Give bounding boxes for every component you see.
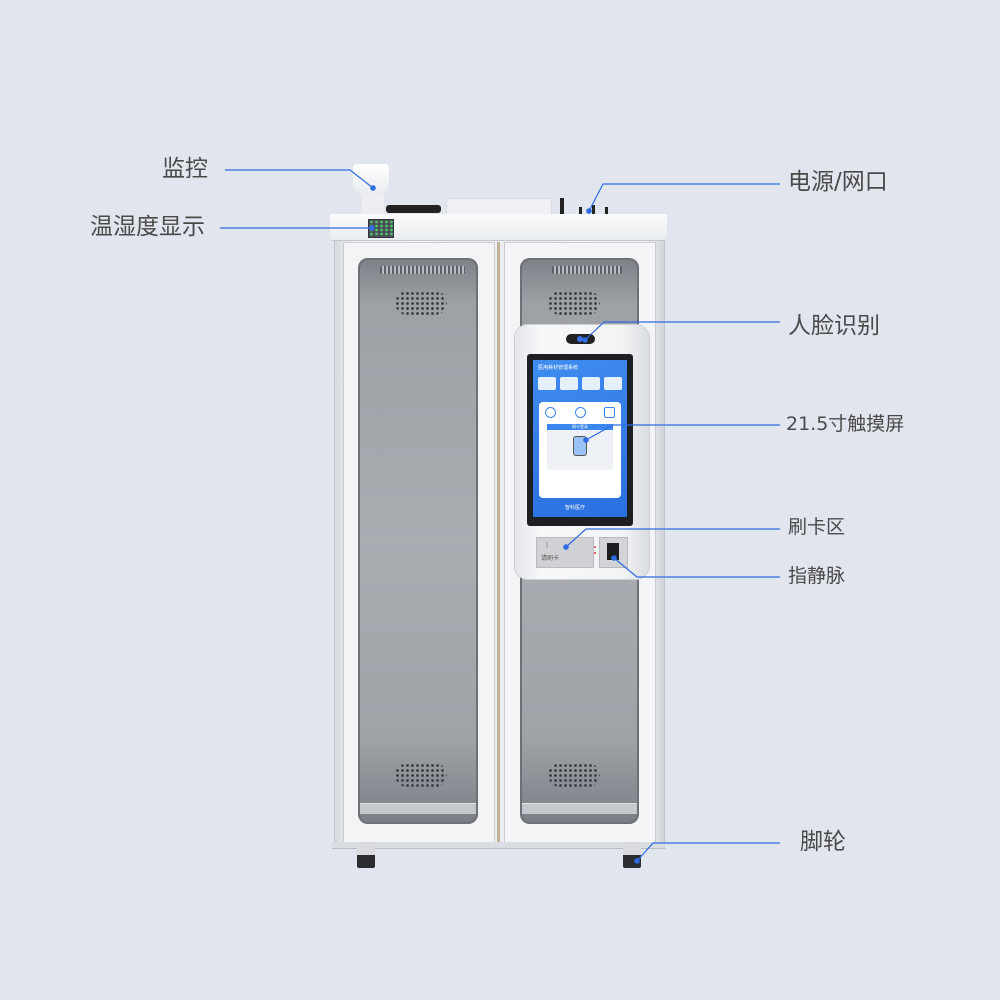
- temp-humidity-display: [368, 219, 394, 238]
- scanner-slot: [607, 543, 619, 560]
- fan-vent-icon: [548, 291, 600, 315]
- touchscreen[interactable]: 医用耗材管理系统 刷卡登录 智科医疗: [533, 360, 627, 517]
- network-port: [579, 207, 582, 215]
- callout-line-power-network: [588, 183, 780, 212]
- indicator-led: [594, 546, 596, 548]
- base-rail: [332, 842, 665, 849]
- screen-title: 医用耗材管理系统: [538, 365, 579, 371]
- label-face-recognition: 人脸识别: [788, 313, 880, 339]
- door-seam: [497, 242, 500, 842]
- card-login-icon[interactable]: [545, 407, 556, 418]
- finger-vein-scanner[interactable]: [599, 537, 628, 568]
- face-login-icon[interactable]: [604, 407, 615, 418]
- face-camera: [566, 334, 595, 344]
- label-casters: 脚轮: [800, 829, 846, 855]
- card-reader[interactable]: ⌇ 请刷卡: [536, 537, 594, 568]
- vent-grill: [552, 266, 622, 274]
- label-finger-vein: 指静脉: [788, 565, 846, 587]
- fan-vent-icon: [548, 763, 600, 787]
- fingerprint-login-icon[interactable]: [574, 407, 586, 418]
- camera-lens-icon: [577, 336, 583, 342]
- menu-tile[interactable]: [604, 377, 622, 390]
- hand-card-icon: [573, 436, 587, 456]
- power-cable: [386, 205, 441, 213]
- menu-tile[interactable]: [538, 377, 556, 390]
- bottom-shelf: [360, 803, 476, 814]
- vent-grill: [380, 266, 465, 274]
- camera-dome: [353, 164, 389, 196]
- screen-menu-tiles: [538, 377, 622, 390]
- menu-tile[interactable]: [560, 377, 578, 390]
- bottom-shelf: [522, 803, 637, 814]
- caster-wheel: [623, 846, 641, 868]
- label-temp-humidity: 温湿度显示: [90, 214, 205, 240]
- brand-logo: 智科医疗: [565, 505, 586, 511]
- callout-dot: [586, 208, 592, 214]
- label-monitor: 监控: [162, 156, 208, 182]
- login-panel-title: 刷卡登录: [547, 424, 613, 430]
- menu-tile[interactable]: [582, 377, 600, 390]
- login-card: 刷卡登录: [539, 402, 621, 498]
- fan-vent-icon: [395, 763, 447, 787]
- camera-mount: [362, 194, 384, 214]
- indicator-led: [594, 552, 596, 554]
- fan-vent-icon: [395, 291, 447, 315]
- caster-wheel: [357, 846, 375, 868]
- callout-line-monitor: [225, 169, 374, 189]
- label-touchscreen: 21.5寸触摸屏: [786, 413, 905, 435]
- label-power-network: 电源/网口: [788, 169, 888, 195]
- label-card-area: 刷卡区: [788, 516, 846, 538]
- nfc-icon: ⌇: [545, 541, 549, 550]
- antenna: [560, 198, 564, 215]
- login-method-icons: [545, 407, 615, 419]
- login-panel: 刷卡登录: [547, 424, 613, 470]
- card-reader-label: 请刷卡: [541, 555, 560, 562]
- left-glass: [358, 258, 478, 824]
